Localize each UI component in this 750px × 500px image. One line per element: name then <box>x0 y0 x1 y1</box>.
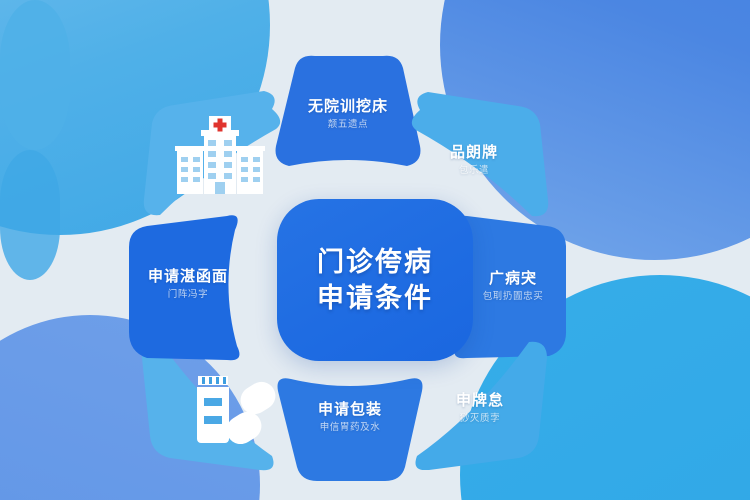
background-blob-left-edge <box>0 0 70 150</box>
segment-left[interactable]: 申请湛函面 门阵冯字 <box>125 210 249 365</box>
center-title-line-1: 门诊侉病 <box>317 246 433 277</box>
center-title-line-2: 申请条件 <box>317 283 433 313</box>
hospital-building-icon <box>175 116 265 194</box>
segment-bottom[interactable]: 申请包装 申信胃药及水 <box>275 377 425 483</box>
segment-bottom-right-shape <box>415 341 547 470</box>
segment-top-right-shape <box>411 92 549 217</box>
center-card[interactable]: 门诊侉病 申请条件 <box>277 199 473 361</box>
segment-top-shape <box>275 55 421 166</box>
segment-bottom-shape <box>277 378 423 481</box>
segment-right-shape <box>454 215 567 359</box>
background-blob-right-edge <box>0 150 60 280</box>
segment-top[interactable]: 无院训挖床 颒五遗点 <box>273 54 423 172</box>
medicine-bottle-pills-icon <box>197 376 276 444</box>
segment-left-shape <box>129 215 240 361</box>
